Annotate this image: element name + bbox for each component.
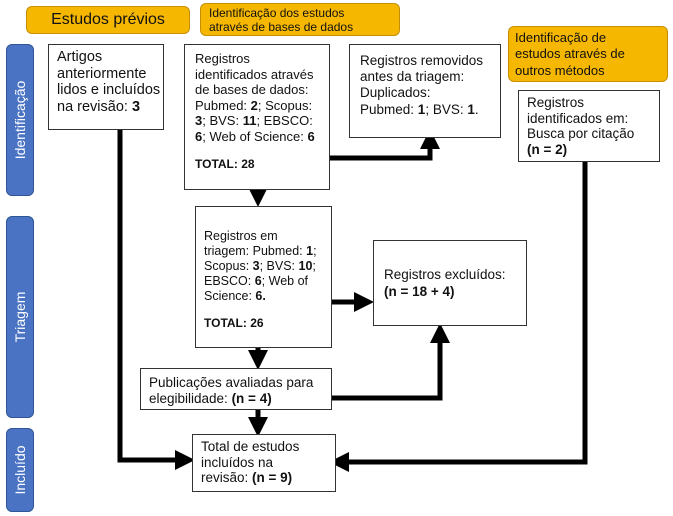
count: 1 xyxy=(467,101,475,117)
text: EBSCO: xyxy=(204,274,255,288)
text: ; EBSCO: xyxy=(256,113,313,129)
box-included-line: incluídos na xyxy=(201,454,274,470)
box-previous-articles: Artigos anteriormente lidos e incluídos … xyxy=(48,44,164,130)
box-identified-line: 6; Web of Science: 6 xyxy=(195,129,329,145)
box-previous-line: na revisão: 3 xyxy=(57,99,163,116)
text: ; Scopus: xyxy=(257,97,313,113)
box-screening-total: TOTAL: 26 xyxy=(204,316,264,330)
box-excluded-records: Registros excluídos: (n = 18 + 4) xyxy=(373,240,527,326)
box-citation-line: identificados em: xyxy=(527,110,629,126)
box-removed-line: Registros removidos xyxy=(360,53,484,68)
text: Pubmed: xyxy=(360,101,418,117)
text: ; BVS: xyxy=(259,259,299,273)
box-previous-line: anteriormente xyxy=(57,65,147,82)
box-identified-records: Registros identificados através de bases… xyxy=(184,44,330,190)
count: 3 xyxy=(195,113,203,129)
box-included-total: Total de estudos incluídos na revisão: (… xyxy=(192,434,336,492)
box-identified-line: identificados através xyxy=(195,66,314,82)
text: na revisão: xyxy=(57,99,132,116)
text: triagem: Pubmed: xyxy=(204,244,307,258)
header-previous-studies-text: Estudos prévios xyxy=(51,11,165,28)
box-eligibility-line: Publicações avaliadas para xyxy=(149,375,314,390)
box-removed-line: Duplicados: xyxy=(360,85,431,101)
box-screening-line: Scopus: 3; BVS: 10; xyxy=(204,259,331,274)
box-included-line: revisão: (n = 9) xyxy=(201,470,335,486)
box-identified-total: TOTAL: 28 xyxy=(195,156,255,171)
count: 2 xyxy=(250,97,258,113)
text: Scopus: xyxy=(204,259,253,273)
header-other-line1: Identificação de xyxy=(515,30,607,45)
box-screening-records: Registros em triagem: Pubmed: 1; Scopus:… xyxy=(195,206,332,348)
text: ; Web of Science: xyxy=(202,128,308,144)
box-removed-records: Registros removidos antes da triagem: Du… xyxy=(349,44,501,138)
count: 11 xyxy=(242,113,257,129)
arrow-eligibility-to-excluded xyxy=(332,323,450,401)
box-excluded-line: Registros excluídos: xyxy=(384,267,506,282)
side-screening: Triagem xyxy=(6,216,34,418)
box-screening-line: triagem: Pubmed: 1; xyxy=(204,244,331,259)
count: 6. xyxy=(255,289,266,303)
text: ; Web of xyxy=(261,274,308,288)
text: Pubmed: xyxy=(195,97,251,113)
box-citation-line: Registros xyxy=(527,95,585,110)
box-excluded-count: (n = 18 + 4) xyxy=(384,283,455,299)
count: 3 xyxy=(252,259,260,273)
box-previous-line: Artigos xyxy=(57,49,103,65)
box-removed-line: antes da triagem: xyxy=(360,69,465,85)
count: (n = 9) xyxy=(252,470,293,486)
box-previous-line: lidos e incluídos xyxy=(57,82,161,99)
header-other-line2: estudos através de xyxy=(515,46,625,62)
text: revisão: xyxy=(201,470,253,486)
header-other-line3: outros métodos xyxy=(515,62,605,78)
count: 6 xyxy=(254,274,262,288)
box-screening-line: EBSCO: 6; Web of xyxy=(204,274,331,289)
side-identification: Identificação xyxy=(6,44,34,196)
box-citation-records: Registros identificados em: Busca por ci… xyxy=(518,90,660,162)
text: ; xyxy=(313,244,317,258)
count: (n = 4) xyxy=(231,390,272,406)
box-screening-line: Registros em xyxy=(204,229,278,243)
box-eligibility: Publicações avaliadas para elegibilidade… xyxy=(140,368,332,410)
count: 3 xyxy=(131,99,141,116)
text: Science: xyxy=(204,289,256,303)
count: 10 xyxy=(298,259,313,273)
text: . xyxy=(474,101,479,117)
header-database-line1: Identificação dos estudos xyxy=(209,6,345,20)
box-identified-line: de bases de dados: xyxy=(195,82,309,98)
text: elegibilidade: xyxy=(149,390,232,406)
box-included-line: Total de estudos xyxy=(201,439,300,454)
box-identified-line: 3; BVS: 11; EBSCO: xyxy=(195,113,329,129)
count: 1 xyxy=(306,244,314,258)
arrow-identified-to-removed xyxy=(330,129,440,161)
header-database-line2: através de bases de dados xyxy=(209,20,354,35)
text: ; BVS: xyxy=(202,113,243,129)
box-screening-line: Science: 6. xyxy=(204,289,331,304)
header-other-methods: Identificação de estudos através de outr… xyxy=(508,26,668,82)
box-eligibility-line: elegibilidade: (n = 4) xyxy=(149,391,331,407)
arrow-citation-to-included xyxy=(329,162,588,472)
text: ; xyxy=(312,259,316,273)
box-citation-count: (n = 2) xyxy=(527,141,568,157)
count: 6 xyxy=(307,128,315,144)
count: 6 xyxy=(195,128,203,144)
side-included: Incluído xyxy=(6,428,34,512)
header-database-identification: Identificação dos estudos através de bas… xyxy=(200,3,400,36)
arrow-previous-to-included xyxy=(117,130,195,470)
box-identified-line: Pubmed: 2; Scopus: xyxy=(195,98,329,114)
header-previous-studies: Estudos prévios xyxy=(26,6,190,34)
text: ; BVS: xyxy=(425,101,468,117)
box-identified-line: Registros xyxy=(195,51,250,66)
count: 1 xyxy=(417,101,426,117)
box-removed-line: Pubmed: 1; BVS: 1. xyxy=(360,102,500,118)
box-citation-line: Busca por citação xyxy=(527,126,635,142)
